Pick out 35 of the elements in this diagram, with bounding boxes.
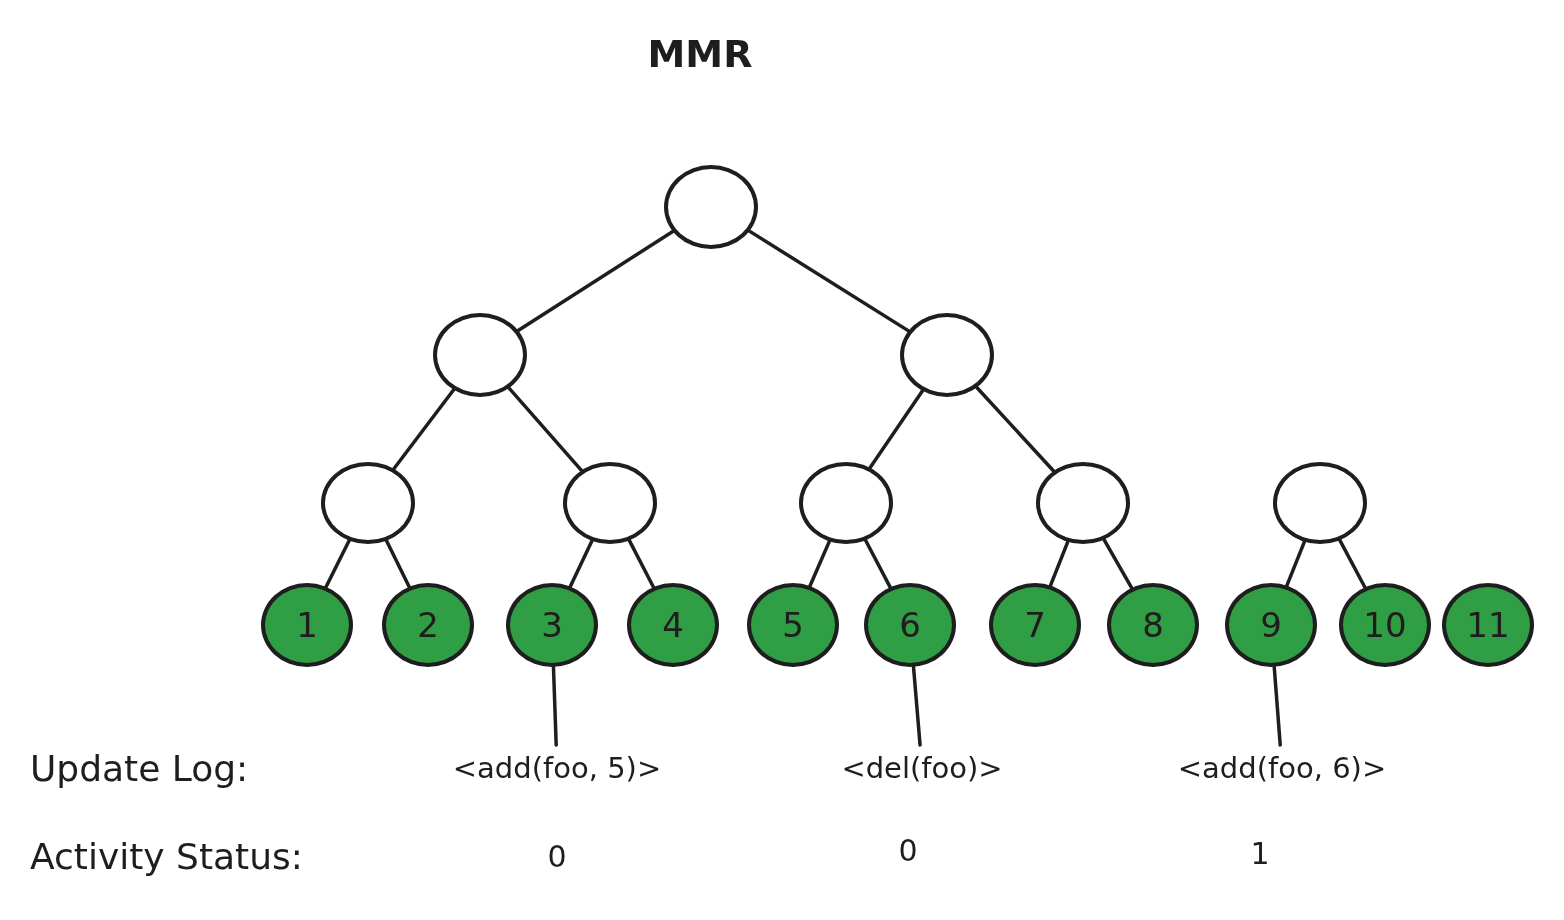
connector-line (516, 229, 675, 333)
connector-line (808, 539, 832, 588)
connector-line (324, 538, 351, 589)
connector-line (568, 539, 594, 589)
node-number: 6 (899, 608, 921, 642)
connector-line (1272, 665, 1282, 747)
node-number: 10 (1363, 608, 1407, 642)
row-label: 1 (1250, 835, 1270, 871)
connector-line (911, 665, 922, 747)
row-label: Activity Status: (30, 835, 303, 877)
node-number: 1 (296, 608, 318, 642)
node-number: 3 (541, 608, 563, 642)
diagram-title: MMR (646, 32, 754, 76)
connector-line (863, 538, 892, 589)
connector-line (507, 386, 584, 473)
log-entry: <add(foo, 5)> (417, 745, 697, 791)
node-number: 9 (1260, 608, 1282, 642)
connector-line (1048, 540, 1070, 588)
node-number: 2 (417, 608, 439, 642)
node-number: 11 (1466, 608, 1510, 642)
connector-line (551, 665, 558, 747)
connector-line (392, 388, 456, 471)
connector-line (975, 385, 1056, 473)
row-label: 0 (898, 832, 918, 868)
connector-line (627, 538, 656, 589)
node-number: 5 (782, 608, 804, 642)
connector-line (1338, 538, 1367, 589)
row-label: 0 (547, 838, 567, 874)
log-entry: <add(foo, 6)> (1142, 745, 1422, 791)
row-label: Update Log: (30, 747, 249, 789)
node-number: 8 (1142, 608, 1164, 642)
log-entry: <del(foo)> (817, 745, 1027, 791)
connector-line (868, 389, 925, 470)
node-number: 7 (1024, 608, 1046, 642)
node-number: 4 (662, 608, 684, 642)
